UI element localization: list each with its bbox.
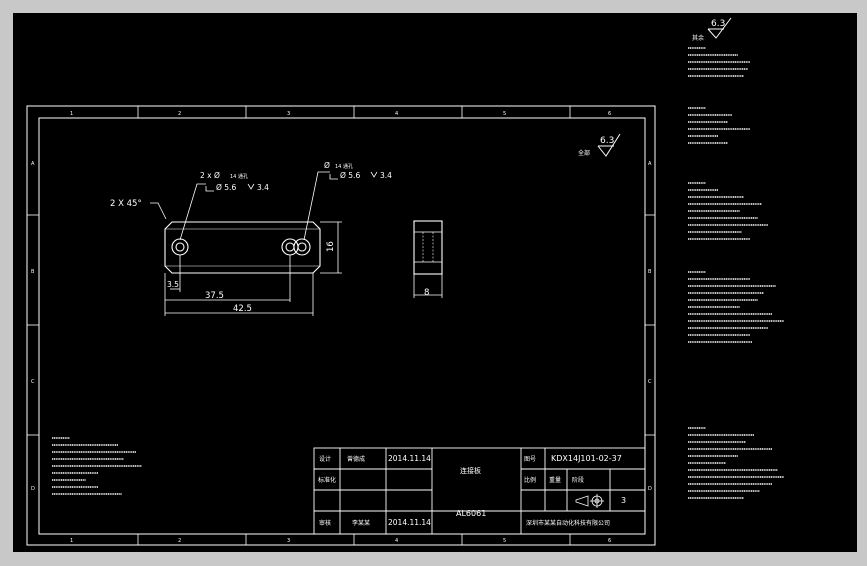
tb-standard-label: 标准化 bbox=[318, 476, 336, 484]
tb-material: AL6061 bbox=[456, 509, 486, 518]
tb-design-date: 2014.11.14 bbox=[388, 454, 431, 463]
dim-edge: 3.5 bbox=[167, 280, 179, 289]
part-side-view bbox=[413, 220, 443, 298]
roughness-symbol-inner: 全部 6.3 bbox=[578, 133, 621, 157]
border-row-label: D bbox=[31, 486, 35, 492]
border-row-label: A bbox=[648, 161, 652, 167]
hole-note-left-cbore-depth: 3.4 bbox=[257, 183, 269, 192]
tb-part-name: 连接板 bbox=[460, 466, 481, 475]
hole-note-right-depth: 14 通孔 bbox=[335, 163, 353, 170]
general-notes bbox=[52, 437, 142, 495]
tb-drawing-no: KDX14J101-02-37 bbox=[551, 454, 622, 463]
hole-note-right-count: Ø bbox=[324, 161, 330, 170]
border-row-label: C bbox=[648, 379, 652, 385]
tb-weight-label: 重量 bbox=[549, 476, 561, 484]
title-block bbox=[313, 447, 646, 535]
canvas-background bbox=[13, 13, 857, 552]
tb-scale-label: 比例 bbox=[524, 476, 536, 484]
chamfer-label: 2 X 45° bbox=[110, 199, 142, 209]
border-col-label: 2 bbox=[178, 538, 181, 544]
tb-designer: 曾德成 bbox=[347, 455, 365, 463]
projection-symbol-icon bbox=[575, 494, 604, 508]
tb-approver: 李某某 bbox=[352, 519, 370, 527]
border-col-label: 3 bbox=[287, 111, 290, 117]
hole-note-left-cbore: Ø 5.6 bbox=[216, 183, 236, 192]
technical-requirements-notes bbox=[688, 47, 784, 499]
border-col-label: 6 bbox=[608, 111, 611, 117]
tb-design-label: 设计 bbox=[319, 455, 331, 463]
tb-stage-label: 阶段 bbox=[572, 476, 584, 484]
border-col-label: 5 bbox=[503, 111, 506, 117]
svg-text:全部: 全部 bbox=[578, 149, 590, 157]
tb-review-label: 审核 bbox=[319, 519, 331, 527]
border-row-label: B bbox=[31, 269, 35, 275]
hole-note-left-depth: 14 通孔 bbox=[230, 173, 248, 180]
border-col-label: 4 bbox=[395, 538, 398, 544]
border-col-label: 1 bbox=[70, 538, 73, 544]
border-row-label: D bbox=[648, 486, 652, 492]
border-col-label: 2 bbox=[178, 111, 181, 117]
border-col-label: 6 bbox=[608, 538, 611, 544]
dim-side-width: 8 bbox=[424, 288, 429, 298]
tb-review-date: 2014.11.14 bbox=[388, 518, 431, 527]
dimension-lines bbox=[150, 171, 342, 316]
border-row-label: A bbox=[31, 161, 35, 167]
svg-text:其余: 其余 bbox=[692, 34, 704, 42]
border-col-label: 4 bbox=[395, 111, 398, 117]
tb-company: 深圳市某某自动化科技有限公司 bbox=[526, 519, 610, 527]
roughness-symbol-top: 其余 6.3 bbox=[692, 17, 732, 42]
hole-note-right-cbore-depth: 3.4 bbox=[380, 171, 392, 180]
border-col-label: 3 bbox=[287, 538, 290, 544]
dim-height: 16 bbox=[326, 241, 336, 252]
border-row-label: B bbox=[648, 269, 652, 275]
border-col-label: 5 bbox=[503, 538, 506, 544]
svg-text:6.3: 6.3 bbox=[600, 136, 614, 146]
tb-qty: 3 bbox=[621, 496, 626, 505]
dim-holes: 37.5 bbox=[205, 291, 224, 301]
border-row-label: C bbox=[31, 379, 35, 385]
hole-note-left-count: 2 x Ø bbox=[200, 171, 220, 180]
hole-note-right-cbore: Ø 5.6 bbox=[340, 171, 360, 180]
border-col-label: 1 bbox=[70, 111, 73, 117]
tb-drawing-no-label: 图号 bbox=[524, 456, 536, 463]
dim-length: 42.5 bbox=[233, 304, 252, 314]
outer-border bbox=[26, 105, 656, 546]
svg-text:6.3: 6.3 bbox=[711, 19, 725, 29]
